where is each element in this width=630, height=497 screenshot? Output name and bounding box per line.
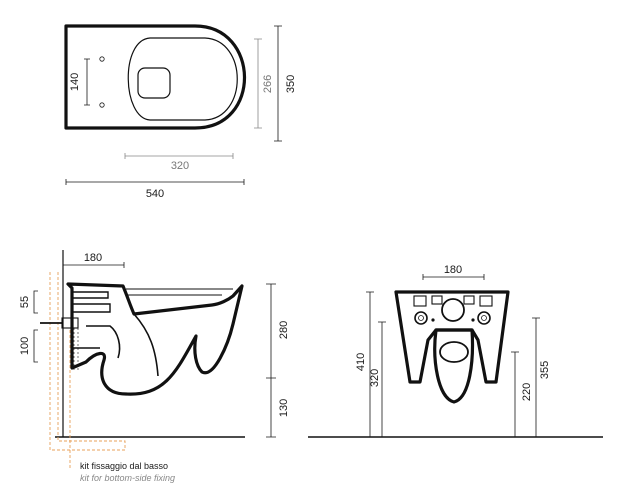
front-pan-body [433,328,475,404]
front-dim-220-line [511,351,519,437]
dim-266-label: 266 [262,75,274,93]
kit-label-en: kit for bottom-side fixing [80,473,175,483]
dim-320-line [124,153,234,159]
top-view-outline [64,24,247,130]
side-inlet-upper [72,291,111,313]
front-fixing-left [414,311,428,325]
kit-label-it: kit fissaggio dal basso [80,461,168,471]
dim-266-line [254,38,262,129]
side-pan-outer [66,282,244,396]
front-dim-320-label: 320 [369,369,381,387]
side-dim-130-label: 130 [278,399,290,417]
side-dim-180-line [62,262,125,268]
side-connector [61,317,79,329]
front-dim-180-label: 180 [444,264,462,276]
front-dim-320-line [378,321,386,437]
top-view-bowl-opening [137,67,171,99]
fixing-hole-top [99,56,105,62]
front-dim-410-line [366,291,374,437]
top-view: 140 266 350 320 540 [64,24,297,200]
front-fixing-right-inner [481,315,487,321]
front-inlet [441,298,465,322]
dim-140-label: 140 [69,73,81,91]
front-dim-355-label: 355 [539,361,551,379]
dim-540-label: 540 [146,188,164,200]
dim-350-line [274,25,282,142]
front-dim-220-label: 220 [521,383,533,401]
dim-350-label: 350 [285,75,297,93]
side-dim-180-label: 180 [84,252,102,264]
front-fixing-left-inner [418,315,424,321]
front-slot-2 [431,295,443,305]
side-outlet [72,325,121,359]
side-view: 180 55 100 280 130 kit fissaggio dal bas… [19,250,290,483]
side-dim-right-line [266,283,276,438]
front-pin-left [431,318,435,322]
top-view-bowl-rim [127,37,238,121]
side-dim-100-label: 100 [19,337,31,355]
front-slot-3 [463,295,475,305]
side-dim-55-line [33,290,38,314]
front-outlet [439,341,469,363]
front-dim-355-line [532,317,540,437]
side-dim-280-label: 280 [278,321,290,339]
side-dim-55-label: 55 [19,296,31,308]
kit-frame-outline [49,272,126,451]
front-slot-4 [479,295,493,307]
dim-140-line [84,58,90,106]
front-fixing-right [477,311,491,325]
dim-320-label: 320 [171,160,189,172]
side-pan-inner [133,313,159,377]
front-view: 180 410 320 220 355 [308,264,603,438]
side-dim-100-line [33,329,38,363]
front-dim-410-label: 410 [355,353,367,371]
side-pan-rim-inner [126,288,233,296]
front-slot-1 [413,295,427,307]
dim-540-line [65,179,245,185]
fixing-hole-bottom [99,102,105,108]
front-dim-180-line [422,274,485,280]
front-pin-right [471,318,475,322]
